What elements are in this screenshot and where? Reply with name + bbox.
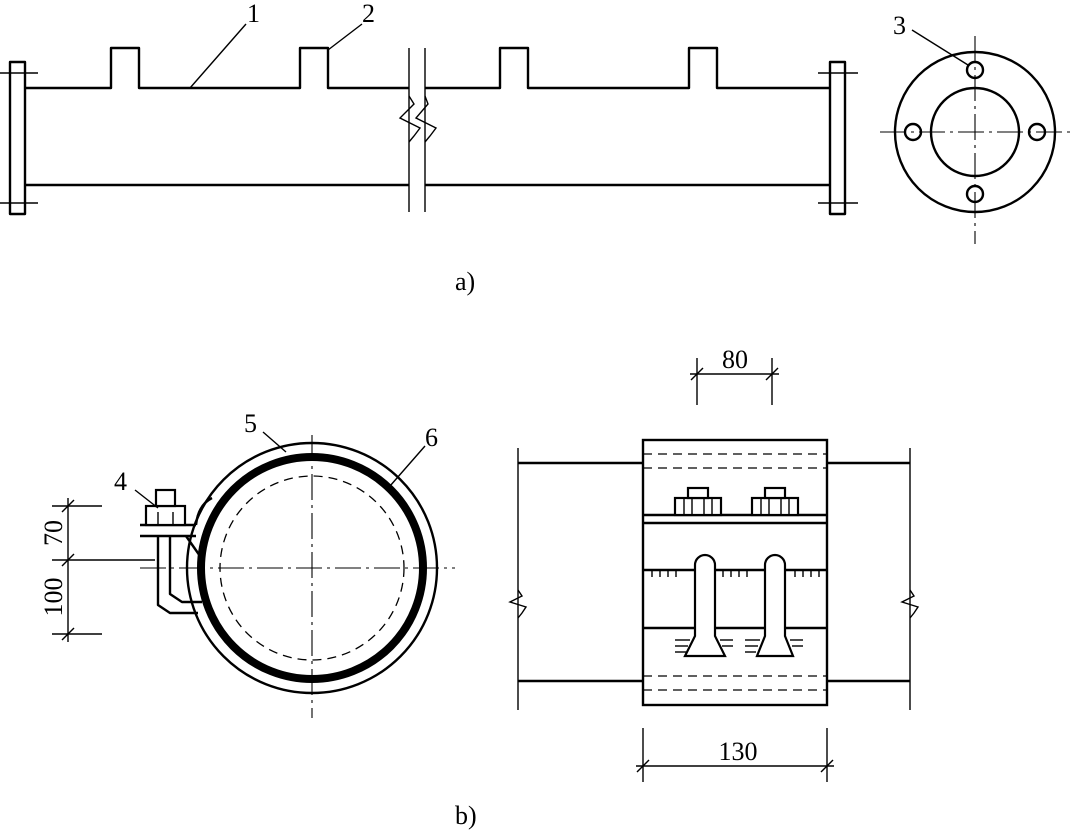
clamp-band — [185, 441, 439, 695]
callout-3-leader — [911, 29, 969, 66]
bolt-hole-left — [903, 122, 923, 142]
callout-2: 2 — [362, 0, 375, 28]
flange-outer-circle — [893, 50, 1057, 214]
ear-bolt-nut — [144, 504, 187, 527]
clamp-ear — [140, 488, 213, 615]
callout-4: 4 — [114, 467, 127, 496]
callout-5-leader — [262, 431, 287, 453]
dim-80: 80 — [722, 345, 748, 374]
ear-bolt-head — [154, 488, 177, 508]
hook-bolt-right — [745, 553, 803, 658]
vertical-dimensions: 70 100 — [39, 498, 155, 642]
caption-a: a) — [455, 267, 475, 296]
hook-bolt-left — [675, 553, 733, 658]
bolt-hole-bottom — [965, 184, 985, 204]
bolt-hole-top — [965, 60, 985, 80]
right-flange — [828, 60, 847, 216]
side-break-right — [900, 589, 920, 619]
callout-1: 1 — [247, 0, 260, 28]
pipe-bore-circle — [929, 86, 1021, 178]
dim-100: 100 — [39, 578, 68, 617]
top-bolt-left — [673, 486, 723, 517]
strap-ticks — [651, 570, 820, 577]
callout-3: 3 — [893, 11, 906, 40]
pipe-top-wall-right — [425, 46, 830, 90]
pipe-top-wall-left — [25, 46, 409, 90]
caption-b: b) — [455, 801, 477, 830]
bolt-hole-right — [1027, 122, 1047, 142]
dim-70: 70 — [39, 520, 68, 546]
left-flange — [8, 60, 27, 216]
pipe-inner-dashed — [219, 475, 405, 661]
callout-1-leader — [189, 23, 247, 89]
callout-6: 6 — [425, 423, 438, 452]
clamp-cross-section: 4 5 6 70 100 — [39, 409, 455, 718]
break-line — [398, 48, 438, 212]
pipe-side-view: 1 2 — [0, 0, 858, 216]
dim-80-line: 80 — [690, 345, 779, 405]
pipe-wall — [197, 453, 427, 683]
flange-end-view: 3 — [880, 11, 1070, 244]
callout-6-leader — [389, 445, 426, 487]
callout-2-leader — [327, 23, 363, 51]
clamp-side-view: 80 130 — [508, 345, 920, 782]
top-bolt-right — [750, 486, 800, 517]
callout-5: 5 — [244, 409, 257, 438]
clamp-body — [641, 438, 829, 707]
callout-4-leader — [134, 489, 159, 509]
dim-130: 130 — [719, 737, 758, 766]
side-break-left — [508, 589, 528, 619]
dim-130-line: 130 — [636, 728, 834, 782]
